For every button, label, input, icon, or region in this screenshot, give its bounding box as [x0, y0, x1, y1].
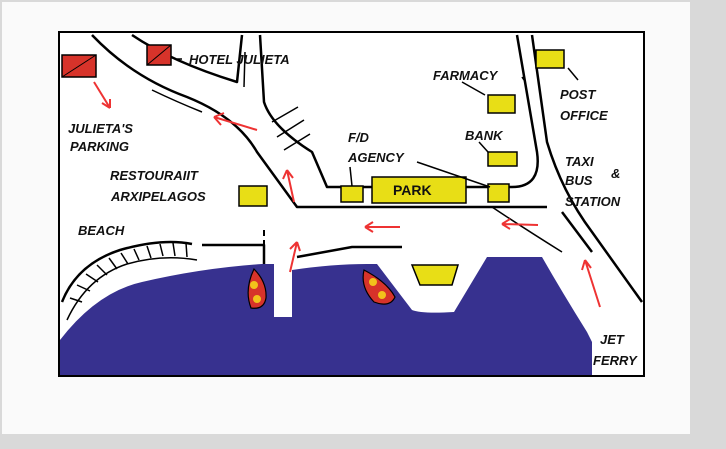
farmacy-label: FARMACY — [433, 68, 499, 83]
beach-label: BEACH — [78, 223, 125, 238]
parking-label-line1: JULIETA'S — [68, 121, 133, 136]
farmacy-building — [487, 94, 516, 114]
boat-right — [362, 269, 396, 305]
hotel-julieta-label: HOTEL JULIETA — [189, 52, 290, 67]
post-office-label-line2: OFFICE — [560, 108, 608, 123]
taxi-label-line3: STATION — [565, 194, 621, 209]
sea — [60, 257, 592, 375]
roads — [91, 33, 644, 303]
jet-ferry-label-line2: FERRY — [593, 353, 638, 368]
jet-ferry-label-line1: JET — [600, 332, 625, 347]
label-leaders — [177, 58, 579, 188]
town-map: HOTEL JULIETA JULIETA'S PARKING RESTOURA… — [58, 31, 645, 377]
taxi-label-line2: BUS — [565, 173, 593, 188]
bank-label: BANK — [465, 128, 504, 143]
restaurant-label-line1: RESTOURAIIT — [110, 168, 199, 183]
parking-label-line2: PARKING — [70, 139, 129, 154]
agency-label-line2: AGENCY — [347, 150, 405, 165]
agency-label-line1: F/D — [348, 130, 370, 145]
harbour-kiosk — [410, 264, 460, 286]
map-card: HOTEL JULIETA JULIETA'S PARKING RESTOURA… — [2, 2, 690, 434]
beach-hatching — [69, 242, 188, 303]
post-office-building — [535, 49, 565, 69]
corner-building — [487, 183, 510, 203]
park-label: PARK — [393, 182, 432, 198]
agency-building — [340, 185, 364, 203]
boat-left — [247, 267, 267, 309]
taxi-label-amp: & — [611, 166, 620, 181]
bank-building — [487, 151, 518, 167]
park-building — [371, 176, 467, 204]
restaurant-building — [238, 185, 268, 207]
beach-shore-inner — [66, 257, 198, 321]
post-office-label-line1: POST — [560, 87, 596, 102]
traffic-arrows — [93, 81, 601, 308]
beach-shore — [60, 240, 193, 303]
taxi-label-line1: TAXI — [565, 154, 594, 169]
restaurant-label-line2: ARXIPELAGOS — [110, 189, 206, 204]
